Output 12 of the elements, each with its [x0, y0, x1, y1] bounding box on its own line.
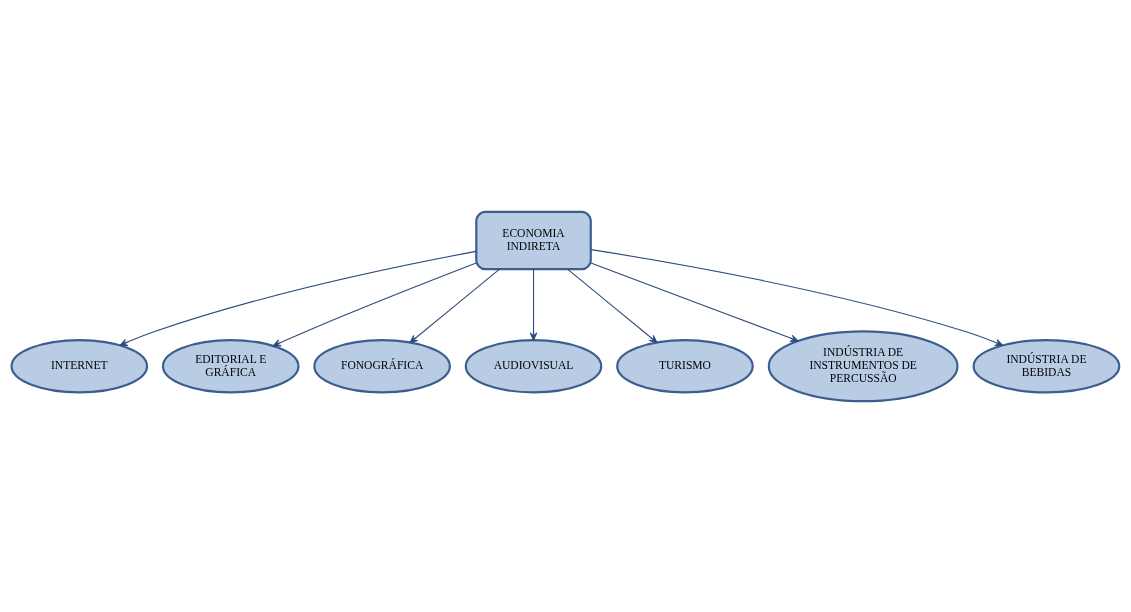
arrow	[409, 268, 501, 343]
arrow	[566, 268, 658, 343]
arrow	[272, 262, 477, 346]
node-ellipse: INDÚSTRIA DE INSTRUMENTOS DE PERCUSSÃO	[767, 329, 959, 402]
node-ellipse: AUDIOVISUAL	[464, 338, 603, 393]
node-ellipse: TURISMO	[616, 338, 754, 393]
node-box: ECONOMIA INDIRETA	[475, 210, 592, 270]
arrow	[590, 248, 1004, 346]
arrow	[529, 268, 538, 341]
arrow	[119, 250, 477, 346]
arrow	[590, 261, 799, 342]
node-ellipse: FONOGRÁFICA	[313, 338, 451, 393]
